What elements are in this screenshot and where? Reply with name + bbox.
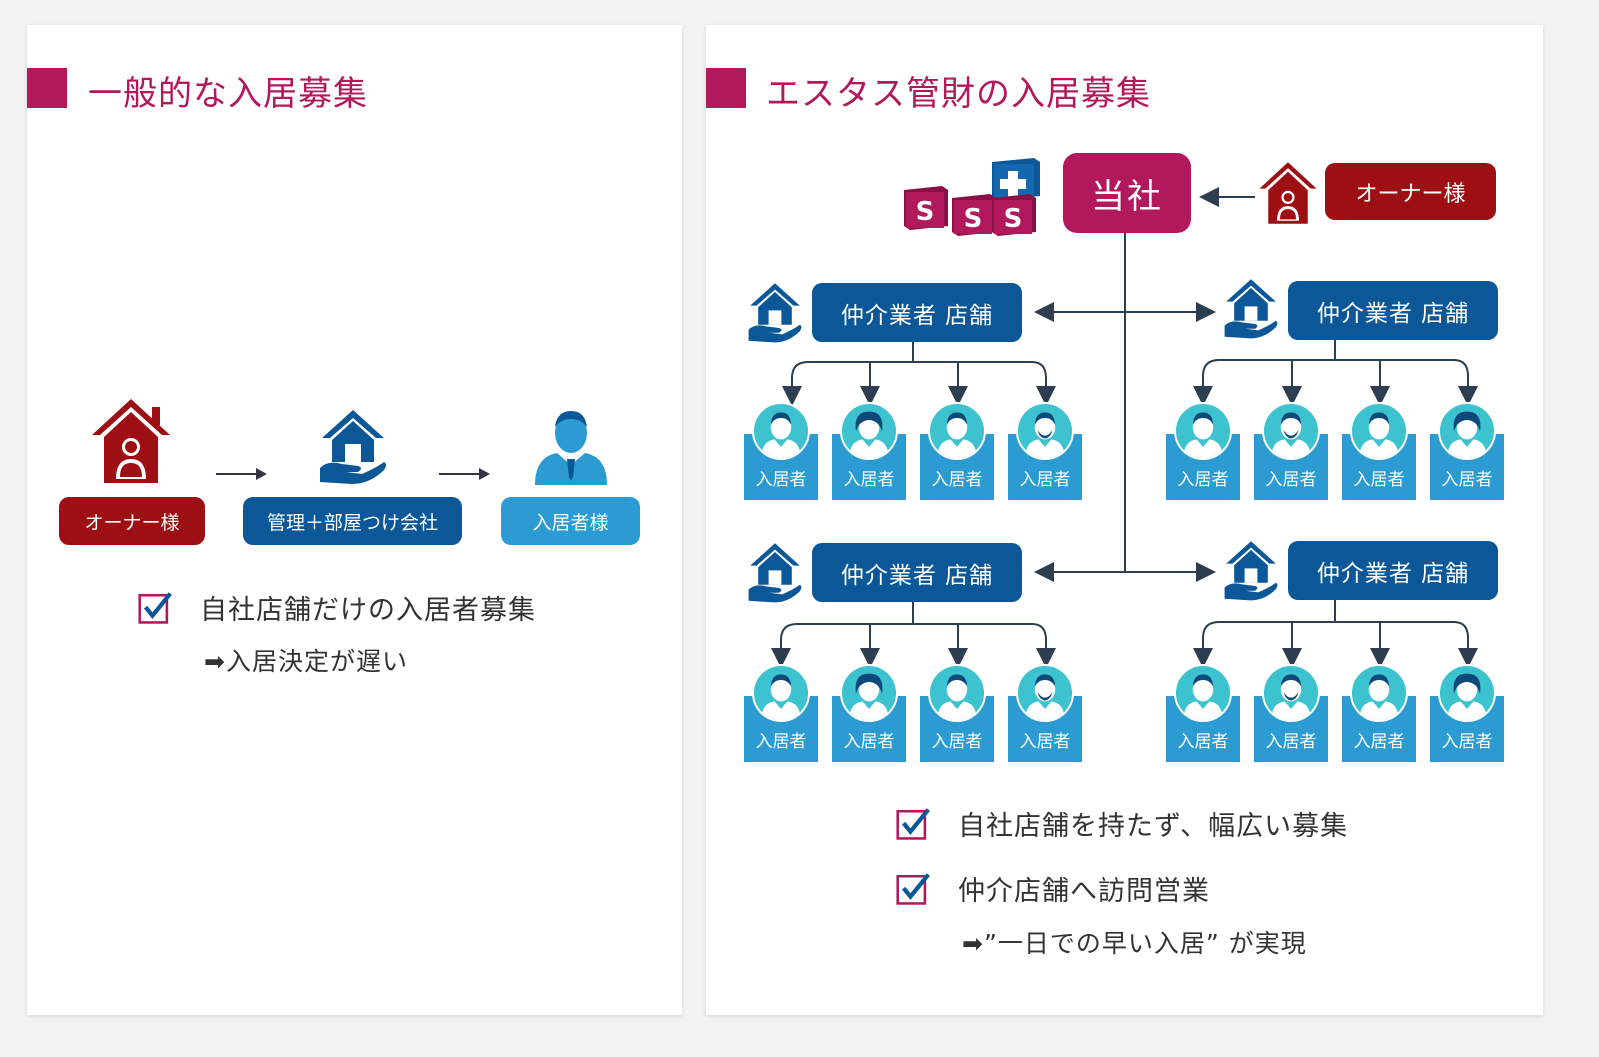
house-hand-icon [320,410,386,484]
tenant-card: 入居者 [1254,664,1328,762]
owner-house-icon [92,399,170,483]
store-house-hand-icon-2 [1224,279,1278,339]
right-title: エスタス管財の入居募集 [766,74,1151,114]
right-check-row-1: 自社店舗を持たず、幅広い募集 [896,804,1348,843]
tenant-label: 入居者 [931,470,983,490]
tenant-label: 入居者 [755,732,807,752]
tenant-card: 入居者 [832,664,906,762]
left-arrow-2 [439,468,490,480]
tenant-label: 入居者 [931,732,983,752]
tenant-label: 入居者 [1265,470,1317,490]
sss-blocks-logo-icon: S S S [904,158,1040,236]
tenant-avatar-icon [752,402,810,460]
right-owner-pill: オーナー様 [1325,163,1496,220]
right-check-text-2: 仲介店舗へ訪問営業 [958,876,1210,907]
left-manager-pill: 管理＋部屋つけ会社 [243,497,462,545]
tenant-card: 入居者 [1166,664,1240,762]
tenant-avatar-icon [928,402,986,460]
tenant-label: 入居者 [1353,732,1405,752]
tenant-avatar-icon [1350,402,1408,460]
tenant-card: 入居者 [744,664,818,762]
tenant-label: 入居者 [1019,732,1071,752]
person-icon [535,411,607,485]
tenant-avatar-icon [840,664,898,722]
tenant-card: 入居者 [1166,402,1240,500]
logo-letter-s2: S [964,204,983,234]
tenant-avatar-icon [1438,402,1496,460]
tenant-card: 入居者 [920,402,994,500]
tenant-card: 入居者 [1342,402,1416,500]
tenant-label: 入居者 [1441,470,1493,490]
store-box-bottom-right: 仲介業者 店舗 [1288,541,1498,600]
tenant-avatar-icon [1262,402,1320,460]
left-title: 一般的な入居募集 [88,74,368,114]
checkbox-icon [138,591,172,624]
tenant-avatar-icon [1174,664,1232,722]
tenant-label: 入居者 [1177,732,1229,752]
left-owner-pill: オーナー様 [59,497,205,545]
left-check-text-1: 自社店舗だけの入居者募集 [200,595,536,626]
tenant-avatar-icon [1438,664,1496,722]
tenant-card: 入居者 [1254,402,1328,500]
left-check-row-1: 自社店舗だけの入居者募集 [138,588,536,627]
left-result-text: ➡入居決定が遅い [204,647,408,676]
left-tenant-pill: 入居者様 [501,497,640,545]
left-title-mark [27,68,67,108]
right-check-row-2: 仲介店舗へ訪問営業 [896,869,1210,908]
tenant-card: 入居者 [1430,402,1504,500]
tenant-card: 入居者 [1342,664,1416,762]
logo-letter-s3: S [1004,204,1023,234]
tenant-card: 入居者 [832,402,906,500]
right-title-mark [706,68,746,108]
checkbox-icon [896,872,930,905]
right-result-text: ➡”一日での早い入居” が実現 [962,929,1307,958]
tenant-label: 入居者 [1441,732,1493,752]
tenant-avatar-icon [1016,402,1074,460]
store-house-hand-icon-1 [748,283,802,343]
logo-letter-s1: S [916,197,935,227]
tenant-avatar-icon [752,664,810,722]
store-house-hand-icon-4 [1224,541,1278,601]
tenant-card: 入居者 [1008,664,1082,762]
checkbox-icon [896,807,930,840]
tenant-avatar-icon [928,664,986,722]
tenant-avatar-icon [1016,664,1074,722]
tenant-label: 入居者 [1353,470,1405,490]
tenant-card: 入居者 [920,664,994,762]
tenant-label: 入居者 [1265,732,1317,752]
store-house-hand-icon-3 [748,543,802,603]
company-box: 当社 [1063,153,1191,233]
store-box-top-left: 仲介業者 店舗 [812,283,1022,342]
store-box-top-right: 仲介業者 店舗 [1288,281,1498,340]
tenant-card: 入居者 [1430,664,1504,762]
tenant-card: 入居者 [1008,402,1082,500]
owner-house-icon-right [1259,162,1317,224]
right-check-text-1: 自社店舗を持たず、幅広い募集 [958,811,1349,842]
left-arrow-1 [216,468,267,480]
tenant-label: 入居者 [1177,470,1229,490]
tenant-avatar-icon [840,402,898,460]
tenant-card: 入居者 [744,402,818,500]
tenant-label: 入居者 [755,470,807,490]
tenant-avatar-icon [1262,664,1320,722]
tenant-label: 入居者 [1019,470,1071,490]
tenant-avatar-icon [1350,664,1408,722]
tenant-avatar-icon [1174,402,1232,460]
tenant-label: 入居者 [843,732,895,752]
tenant-label: 入居者 [843,470,895,490]
store-box-bottom-left: 仲介業者 店舗 [812,543,1022,602]
